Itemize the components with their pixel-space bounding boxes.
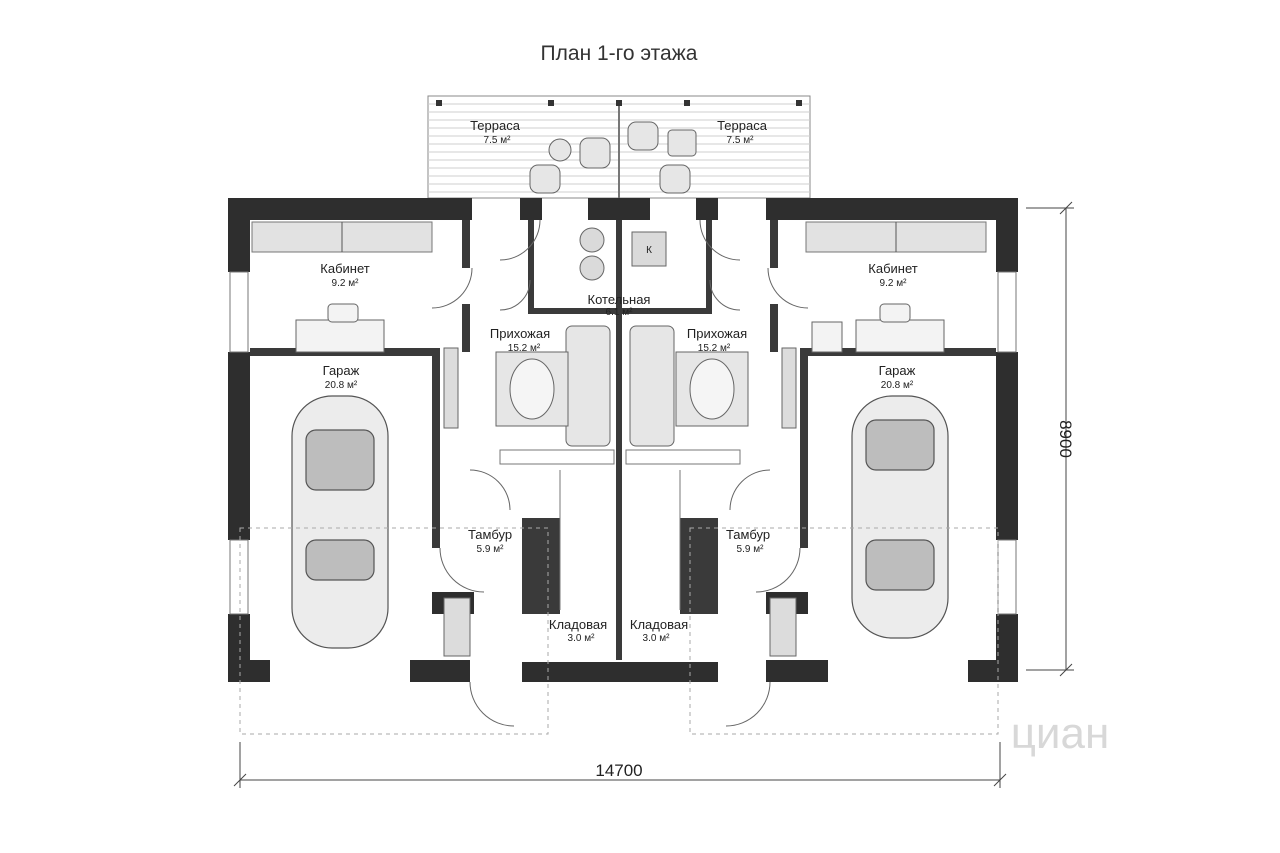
room-area-garage-left: 20.8 м² — [325, 380, 358, 391]
room-area-pantry-left: 3.0 м² — [568, 633, 596, 644]
dimension-width — [233, 742, 1007, 788]
room-name-hall-left: Прихожая — [490, 326, 550, 341]
room-name-terrace-left: Терраса — [470, 118, 521, 133]
room-area-hall-left: 15.2 м² — [508, 343, 541, 354]
room-area-garage-right: 20.8 м² — [881, 380, 914, 391]
room-area-vestibule-right: 5.9 м² — [737, 544, 765, 555]
office-desks — [295, 303, 945, 353]
windows — [229, 271, 1017, 615]
room-name-garage-left: Гараж — [323, 363, 360, 378]
car-left — [291, 395, 389, 649]
room-name-boiler: Котельная — [588, 292, 651, 307]
room-area-office-right: 9.2 м² — [880, 278, 908, 289]
garage-driveways — [239, 527, 999, 735]
room-area-boiler: 6.1 м² — [606, 307, 634, 318]
room-name-office-right: Кабинет — [868, 261, 917, 276]
room-area-terrace-left: 7.5 м² — [484, 135, 512, 146]
room-area-pantry-right: 3.0 м² — [643, 633, 671, 644]
car-right — [851, 395, 949, 639]
hall-furniture — [495, 325, 749, 447]
room-name-hall-right: Прихожая — [687, 326, 747, 341]
room-name-pantry-right: Кладовая — [630, 617, 688, 632]
room-name-vestibule-right: Тамбур — [726, 527, 770, 542]
terrace-deck — [427, 95, 811, 199]
room-area-vestibule-left: 5.9 м² — [477, 544, 505, 555]
dimension-depth — [1026, 201, 1074, 677]
utility-units — [443, 347, 797, 657]
boiler-equipment — [579, 227, 667, 281]
room-name-garage-right: Гараж — [879, 363, 916, 378]
room-area-hall-right: 15.2 м² — [698, 343, 731, 354]
room-name-vestibule-left: Тамбур — [468, 527, 512, 542]
dimension-width-label: 14700 — [595, 761, 642, 780]
room-name-pantry-left: Кладовая — [549, 617, 607, 632]
room-name-office-left: Кабинет — [320, 261, 369, 276]
room-labels: Терраса 7.5 м² Терраса 7.5 м² Кабинет 9.… — [320, 118, 917, 644]
watermark: циан — [1011, 709, 1110, 758]
dimension-depth-label: 8900 — [1056, 420, 1075, 458]
room-area-office-left: 9.2 м² — [332, 278, 360, 289]
stairs — [499, 449, 741, 610]
room-area-terrace-right: 7.5 м² — [727, 135, 755, 146]
office-wardrobes — [251, 221, 987, 253]
doors — [431, 219, 809, 727]
room-name-terrace-right: Терраса — [717, 118, 768, 133]
plan-title: План 1-го этажа — [541, 42, 698, 65]
boiler-mark: К — [646, 245, 652, 256]
